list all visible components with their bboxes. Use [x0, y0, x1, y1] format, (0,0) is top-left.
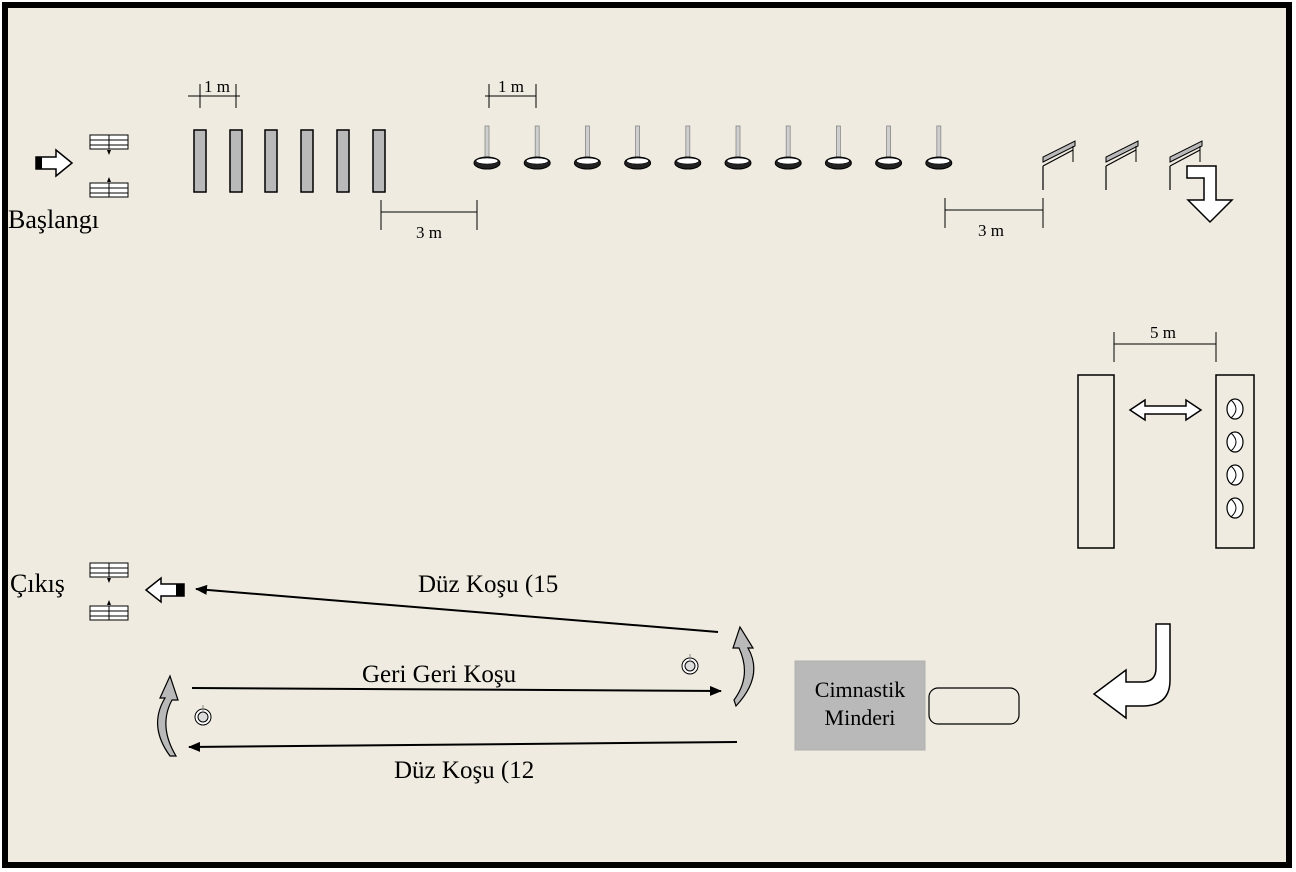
gym-mat-label-line1: Cimnastik: [815, 677, 905, 702]
ladder-bar: [229, 129, 243, 193]
hurdle-icon: [1169, 140, 1203, 190]
down-turn-arrow-icon: [1186, 165, 1234, 224]
hurdle-icon: [1042, 140, 1076, 190]
bars-spacing-label: 1 m: [204, 77, 230, 96]
slalom-pole-icon: [774, 125, 802, 170]
gym-mat: Cimnastik Minderi: [794, 660, 926, 751]
straight-run-top-line: [195, 584, 719, 633]
exit-label: Çıkış: [10, 569, 65, 598]
gap-bars-poles-measure: 3 m: [380, 200, 478, 242]
ladder-bar: [336, 129, 350, 193]
ball-icon: [1226, 497, 1244, 519]
ball-icon: [1226, 398, 1244, 420]
cone-icon: [194, 705, 212, 726]
straight-run-top-label: Düz Koşu (15: [418, 571, 558, 598]
start-timing-gate-top-icon: [89, 134, 129, 155]
mat-platform: [928, 687, 1020, 725]
ball-transfer-label: 5 m: [1150, 323, 1176, 342]
gym-mat-label-line2: Minderi: [825, 705, 896, 730]
bars-spacing-measure: 1 m: [188, 77, 240, 108]
slalom-pole-icon: [824, 125, 852, 170]
exit-arrow-icon: [144, 576, 185, 604]
ladder-bars: [193, 129, 386, 193]
turn-to-mat-arrow-icon: [1092, 623, 1171, 720]
ladder-bar: [264, 129, 278, 193]
slalom-pole-icon: [573, 125, 601, 170]
gap-poles-hurdles-measure: 3 m: [944, 198, 1044, 240]
balls: [1226, 398, 1244, 519]
slalom-pole-icon: [674, 125, 702, 170]
start-arrow-icon: [35, 148, 74, 178]
slalom-poles: [473, 125, 953, 170]
ball-icon: [1226, 464, 1244, 486]
slalom-pole-icon: [925, 125, 953, 170]
hurdles: [1042, 140, 1203, 190]
ladder-bar: [372, 129, 386, 193]
slalom-pole-icon: [624, 125, 652, 170]
exit-timing-gate-bottom-icon: [89, 600, 129, 621]
poles-spacing-label: 1 m: [498, 77, 524, 96]
straight-run-bottom-line: [188, 741, 738, 752]
backward-run-line: [191, 685, 722, 696]
gap-poles-hurdles-label: 3 m: [978, 221, 1004, 240]
straight-run-bottom-label: Düz Koşu (12: [394, 757, 534, 784]
exit-timing-gate-top-icon: [89, 562, 129, 583]
u-turn-arrow-left-icon: [156, 674, 179, 757]
u-turn-arrow-right-icon: [732, 625, 755, 708]
ladder-bar: [300, 129, 314, 193]
cone-icon: [681, 654, 699, 675]
hurdle-icon: [1105, 140, 1139, 190]
double-arrow-icon: [1128, 398, 1203, 422]
slalom-pole-icon: [473, 125, 501, 170]
slalom-pole-icon: [724, 125, 752, 170]
ball-transfer-measure: 5 m: [1113, 323, 1217, 362]
gap-bars-poles-label: 3 m: [416, 223, 442, 242]
backward-run-label: Geri Geri Koşu: [362, 661, 517, 688]
slalom-pole-icon: [523, 125, 551, 170]
start-label: Başlangı: [8, 205, 99, 234]
empty-ball-box: [1077, 374, 1115, 549]
start-timing-gate-bottom-icon: [89, 177, 129, 198]
poles-spacing-measure: 1 m: [485, 77, 537, 108]
slalom-pole-icon: [875, 125, 903, 170]
ladder-bar: [193, 129, 207, 193]
ball-icon: [1226, 431, 1244, 453]
